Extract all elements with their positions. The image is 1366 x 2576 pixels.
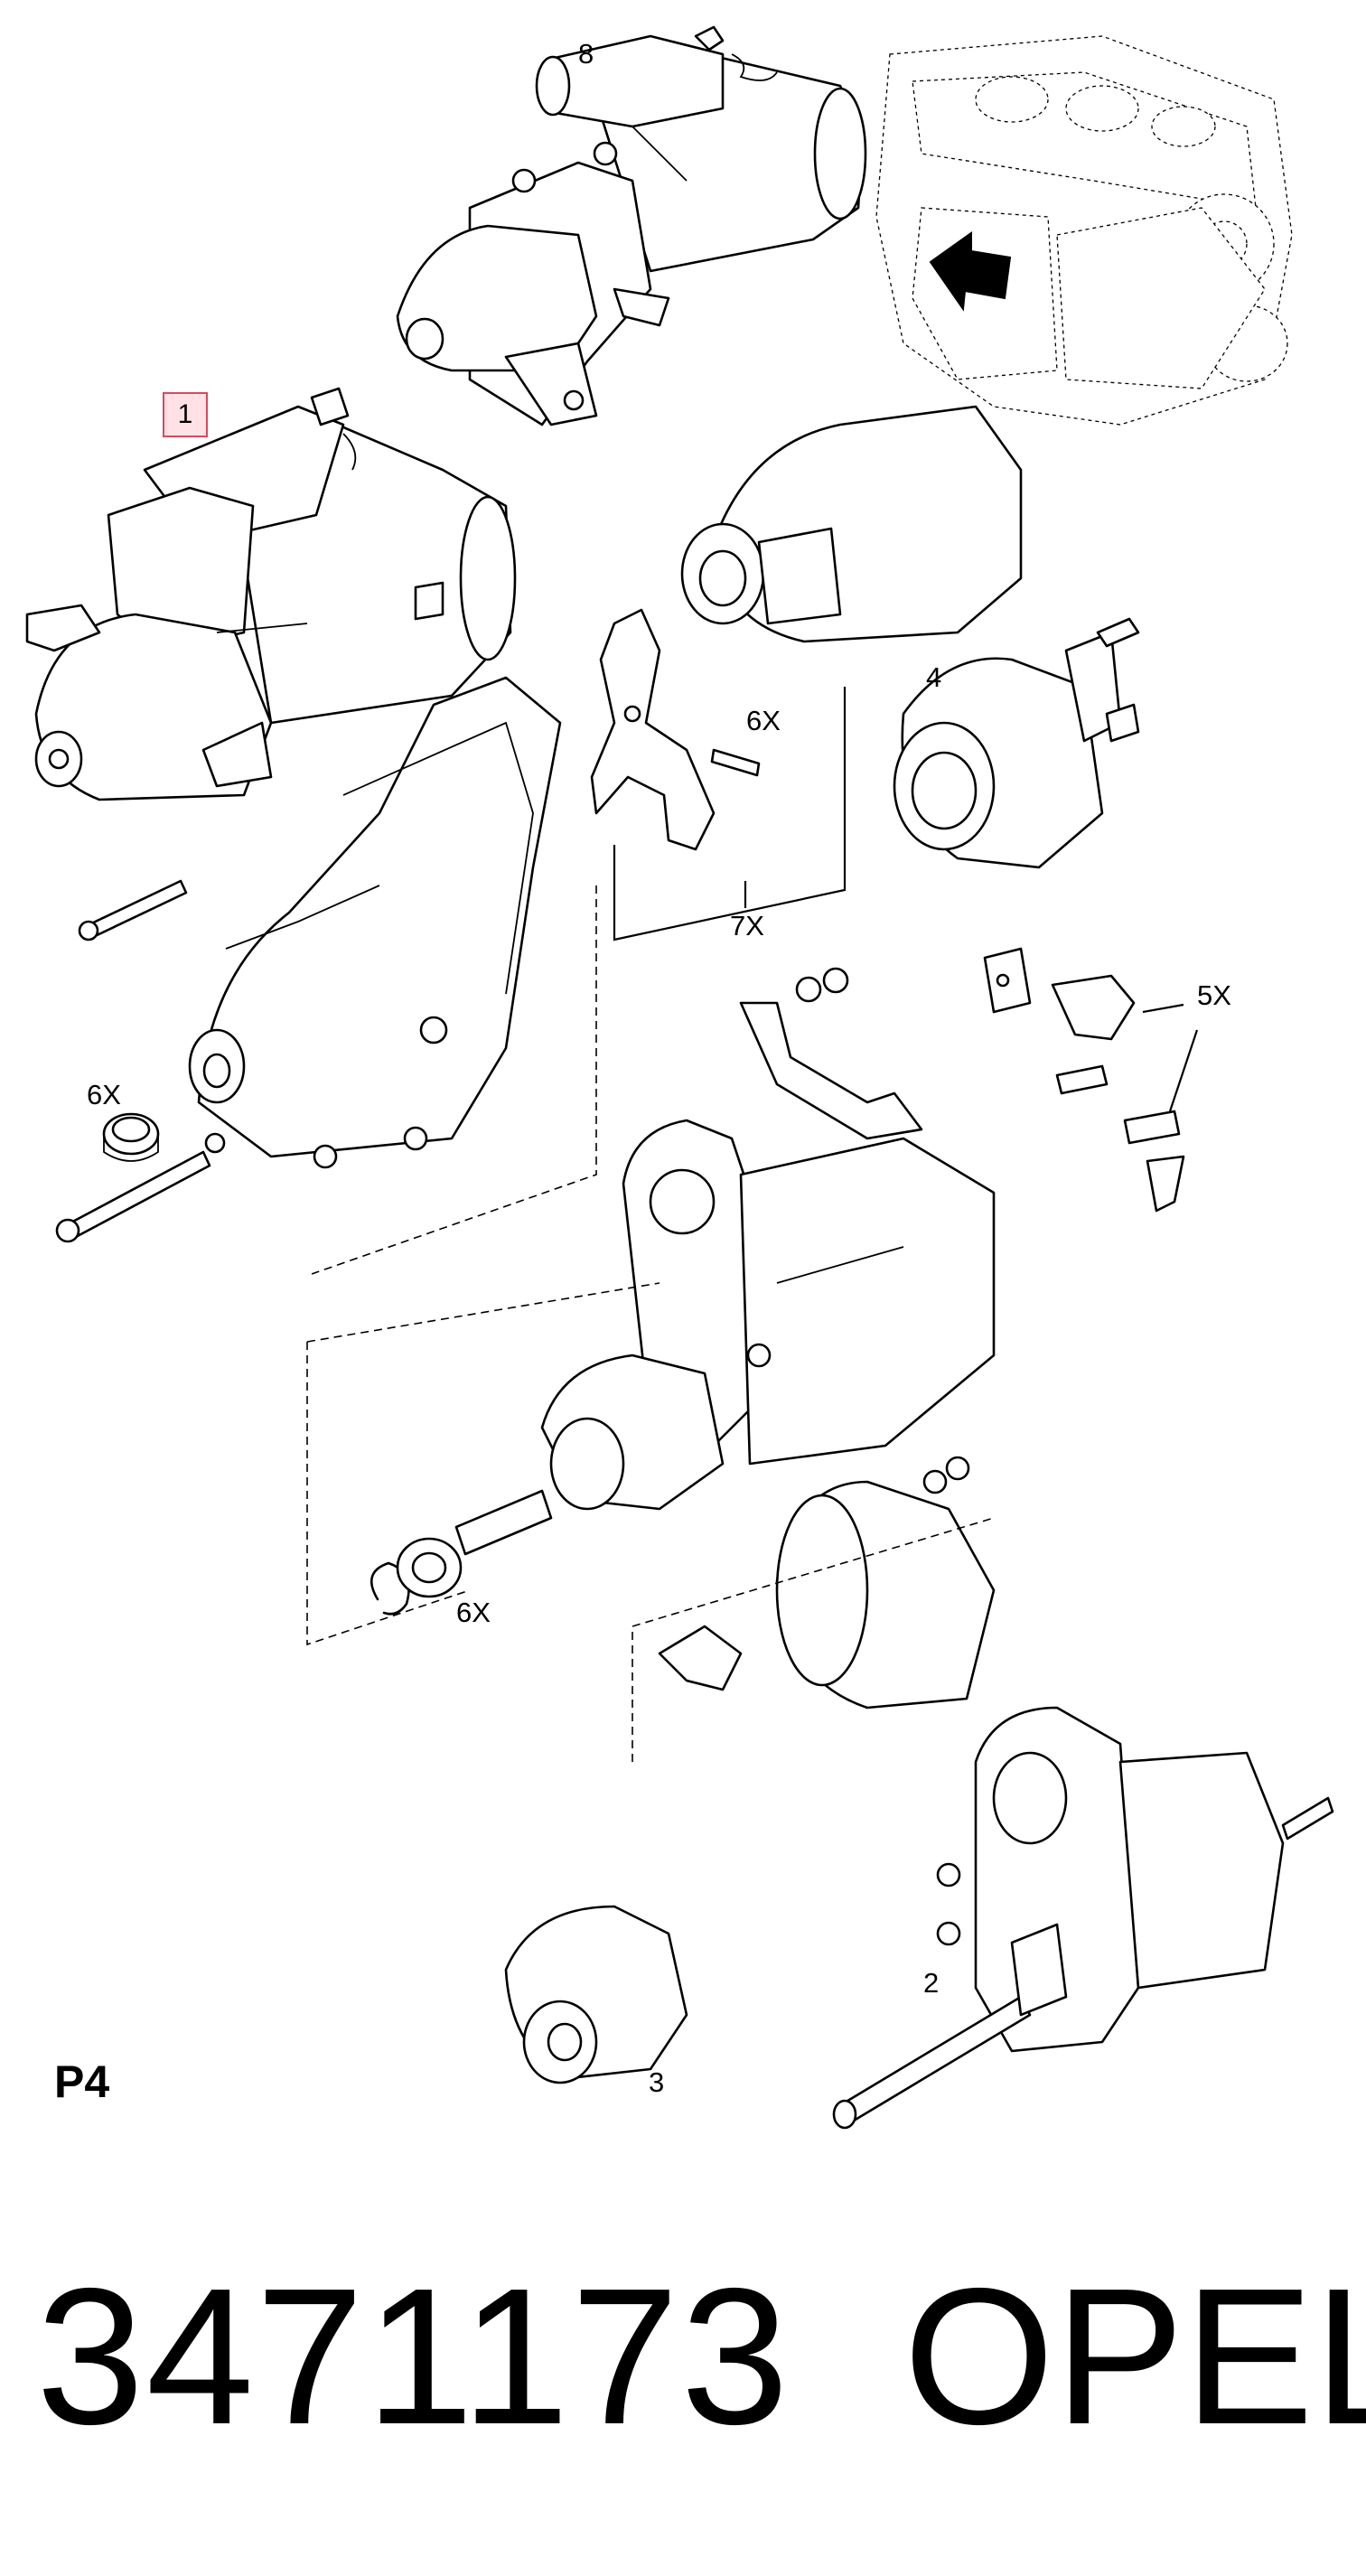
page-code: P4 — [54, 2056, 110, 2107]
housing-assembly — [188, 676, 562, 1169]
callout-8: 8 — [578, 38, 594, 70]
callout-6x-bearing: 6X — [456, 1597, 491, 1628]
callout-6x-pin: 6X — [746, 705, 781, 736]
callout-2: 2 — [923, 1967, 939, 1999]
bolt-upper — [78, 879, 188, 941]
pin-6x — [710, 748, 761, 777]
engine-block — [875, 35, 1293, 426]
callout-1-highlight — [163, 392, 208, 437]
solenoid-open — [680, 405, 1023, 643]
starter-motor-8 — [396, 25, 867, 426]
callout-3: 3 — [649, 2066, 664, 2098]
starter-motor-1 — [25, 387, 517, 801]
arrow-icon — [929, 231, 1012, 312]
armature-2 — [832, 1706, 1334, 2130]
bearing-6x — [396, 1537, 463, 1598]
callout-5x: 5X — [1197, 979, 1231, 1011]
callout-4: 4 — [926, 661, 941, 693]
field-frame — [775, 1480, 996, 1710]
shift-fork-7x — [590, 608, 716, 851]
armature-assembly — [454, 1119, 996, 1556]
callout-7x: 7X — [730, 910, 764, 941]
brush-plate — [658, 1625, 743, 1691]
part-number: 3471173 — [36, 2247, 791, 2465]
pinion-gear-3 — [504, 1905, 688, 2084]
solenoid-4 — [893, 617, 1140, 869]
callout-6x-bushing: 6X — [87, 1079, 121, 1110]
terminal-strap — [739, 1001, 923, 1140]
washers — [795, 967, 970, 1494]
brand-name: OPEL — [903, 2247, 1366, 2465]
bolt-lower — [55, 1132, 226, 1243]
brush-holder-5x — [983, 947, 1185, 1213]
bushing-6x — [102, 1112, 160, 1162]
callout-1: 1 — [177, 399, 193, 429]
